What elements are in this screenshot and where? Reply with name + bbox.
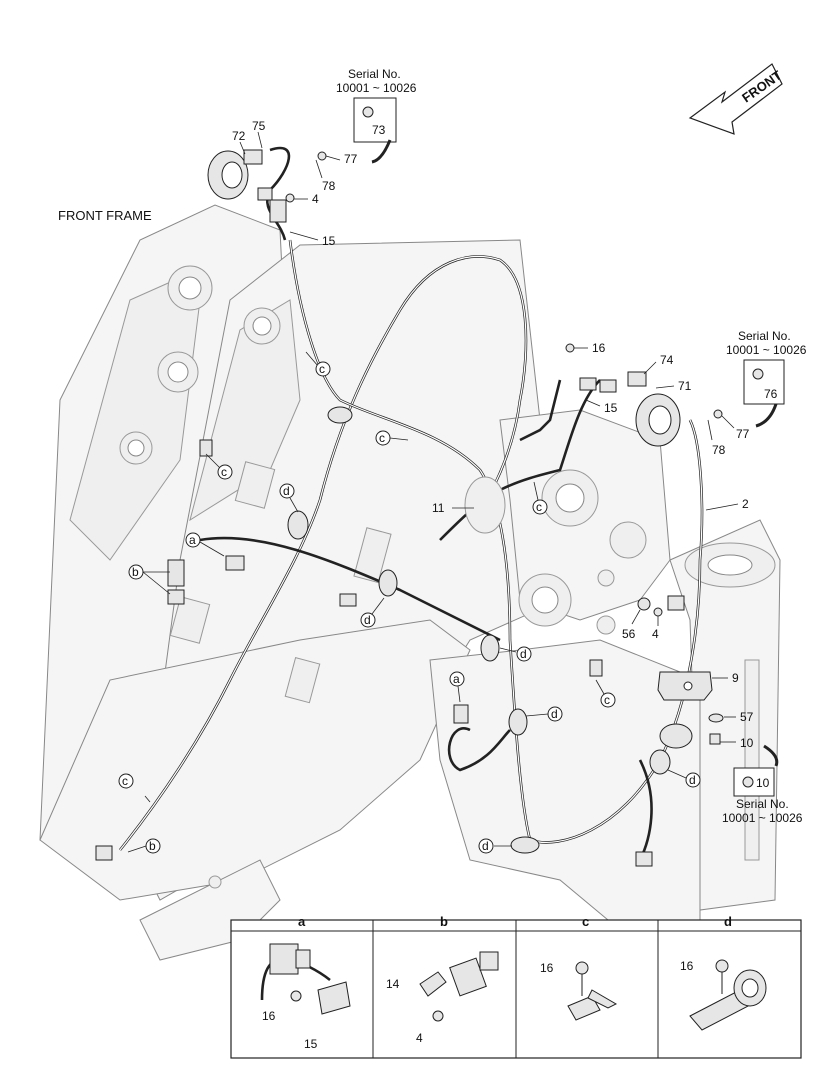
detail-panel-b: b 14 4 — [386, 914, 499, 1045]
serial-note-part: 10 — [756, 776, 770, 790]
callout-77: 77 — [344, 152, 358, 166]
detail-panel-letter: c — [582, 914, 589, 929]
detail-panel-c: c 16 — [540, 914, 618, 1021]
serial-note-73: Serial No. 10001 ~ 10026 73 — [336, 67, 417, 164]
front-frame-structure — [39, 204, 781, 961]
callout-15: 15 — [604, 401, 618, 415]
callout-71: 71 — [678, 379, 692, 393]
clip-letter-d: d — [551, 707, 558, 721]
clip-letter-a: a — [189, 533, 196, 547]
detail-panel-letter: b — [440, 914, 448, 929]
part-callouts: 75 72 77 78 4 15 16 74 71 15 77 78 2 11 … — [232, 119, 754, 750]
detail-panel-a: a 16 15 — [260, 914, 351, 1051]
clip-letter-c: c — [379, 431, 385, 445]
grommet — [659, 713, 724, 749]
serial-note-76: Serial No. 10001 ~ 10026 76 — [726, 329, 807, 428]
detail-b-label-4: 4 — [416, 1031, 423, 1045]
clip-letter-c: c — [319, 362, 325, 376]
detail-a-label-16: 16 — [262, 1009, 276, 1023]
callout-16: 16 — [592, 341, 606, 355]
callout-4: 4 — [652, 627, 659, 641]
clip-letter-d: d — [482, 839, 489, 853]
connectors — [95, 187, 685, 867]
serial-note-title: Serial No. — [736, 797, 789, 811]
detail-panels: a 16 15 b 14 4 c 16 — [230, 914, 802, 1059]
serial-note-range: 10001 ~ 10026 — [722, 811, 803, 825]
detail-panel-letter: d — [724, 914, 732, 929]
clip-letter-c: c — [122, 774, 128, 788]
serial-note-part: 73 — [372, 123, 386, 137]
callout-75: 75 — [252, 119, 266, 133]
callout-57: 57 — [740, 710, 754, 724]
serial-note-title: Serial No. — [348, 67, 401, 81]
clip-letter-d: d — [364, 613, 371, 627]
clip-letter-c: c — [604, 693, 610, 707]
mounting-bracket-9 — [657, 671, 713, 701]
clip-letter-c: c — [221, 465, 227, 479]
callout-2: 2 — [742, 497, 749, 511]
callout-74: 74 — [660, 353, 674, 367]
detail-b-label-14: 14 — [386, 977, 400, 991]
detail-d-label-16: 16 — [680, 959, 694, 973]
serial-note-part: 76 — [764, 387, 778, 401]
serial-note-10: 10 Serial No. 10001 ~ 10026 — [722, 744, 803, 825]
callout-4: 4 — [312, 192, 319, 206]
callout-78: 78 — [322, 179, 336, 193]
callout-78: 78 — [712, 443, 726, 457]
clip-letter-a: a — [453, 672, 460, 686]
clip-letter-d: d — [283, 484, 290, 498]
callout-9: 9 — [732, 671, 739, 685]
serial-note-range: 10001 ~ 10026 — [726, 343, 807, 357]
detail-panel-letter: a — [298, 914, 306, 929]
callout-11: 11 — [432, 501, 445, 515]
front-frame-label: FRONT FRAME — [58, 208, 152, 223]
callout-10: 10 — [740, 736, 754, 750]
callout-56: 56 — [622, 627, 636, 641]
clip-letter-b: b — [149, 839, 156, 853]
detail-a-label-15: 15 — [304, 1037, 318, 1051]
detail-c-label-16: 16 — [540, 961, 554, 975]
clip-letter-b: b — [132, 565, 139, 579]
harness-clips — [287, 406, 671, 854]
detail-panel-d: d 16 — [680, 914, 767, 1031]
serial-note-range: 10001 ~ 10026 — [336, 81, 417, 95]
clip-letter-markers: c c c c c c d d d d d d a a b b — [118, 351, 701, 854]
front-direction-arrow: FRONT — [688, 63, 784, 135]
clip-letter-d: d — [520, 647, 527, 661]
clip-letter-d: d — [689, 773, 696, 787]
clip-letter-c: c — [536, 500, 542, 514]
callout-72: 72 — [232, 129, 246, 143]
callout-15: 15 — [322, 234, 336, 248]
serial-note-title: Serial No. — [738, 329, 791, 343]
horn-left — [207, 149, 263, 200]
callout-77: 77 — [736, 427, 750, 441]
horn-right — [627, 371, 681, 447]
